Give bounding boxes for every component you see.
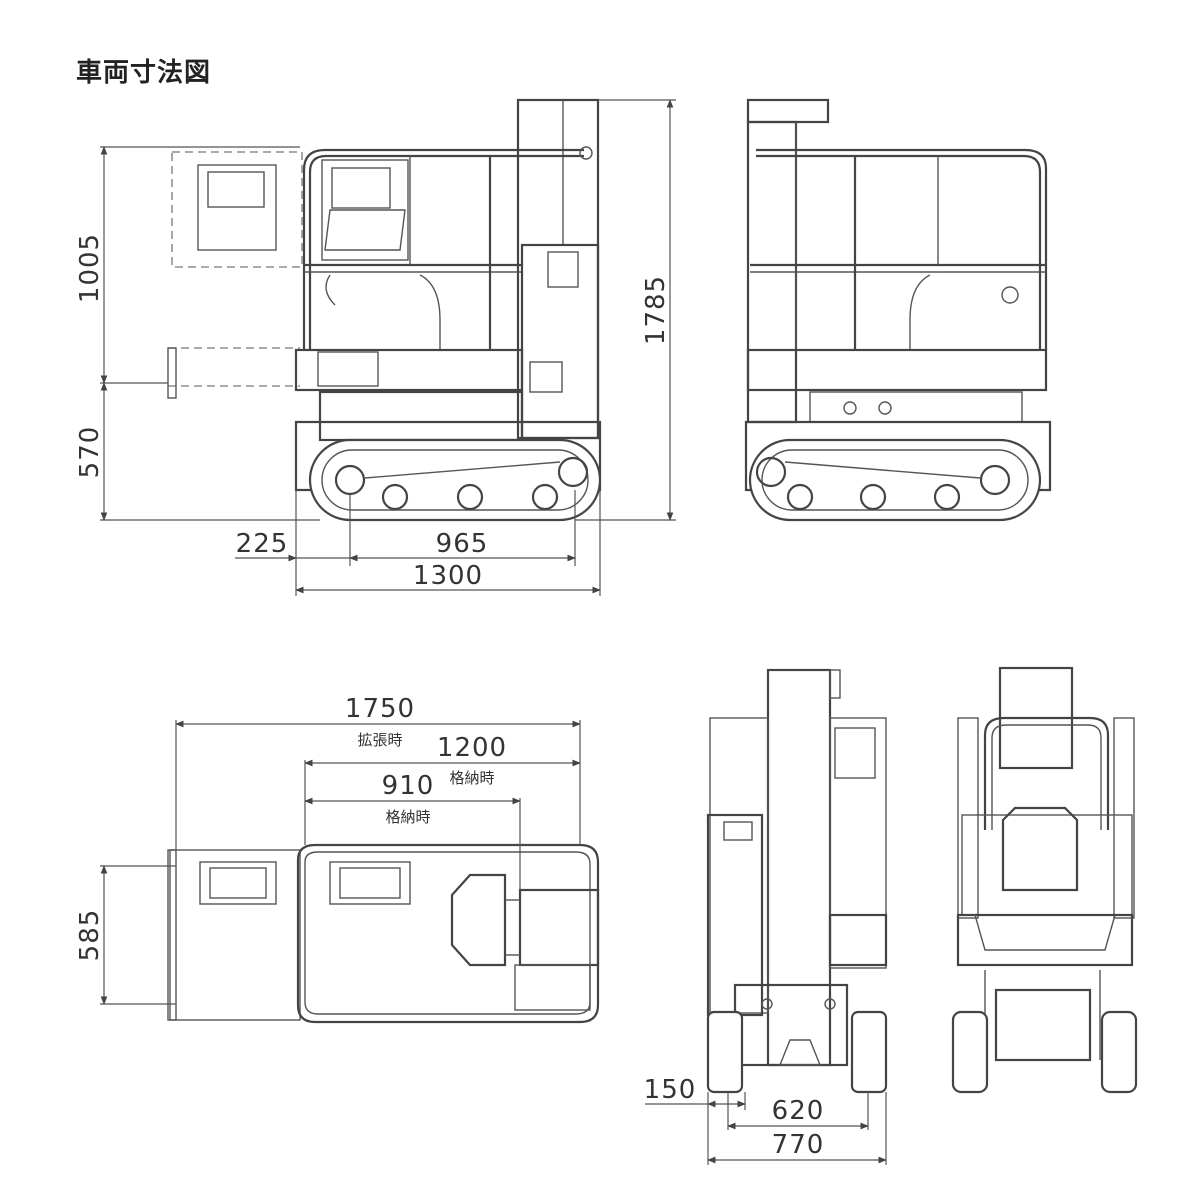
dim-965: 965 xyxy=(436,529,489,559)
rear-view xyxy=(706,668,888,1094)
note-stowed-inner: 格納時 xyxy=(385,808,430,826)
dim-770: 770 xyxy=(772,1130,825,1160)
extended-platform-outline xyxy=(167,151,303,399)
dim-910: 910 xyxy=(382,771,435,801)
dim-1750: 1750 xyxy=(345,694,415,724)
dim-1200: 1200 xyxy=(437,733,507,763)
rear-view-dimensions: 150 620 770 xyxy=(644,1075,887,1165)
dim-1005: 1005 xyxy=(75,233,105,303)
dim-150: 150 xyxy=(644,1075,697,1105)
dim-1300: 1300 xyxy=(413,561,483,591)
note-extended: 拡張時 xyxy=(357,731,402,749)
dim-570: 570 xyxy=(75,426,105,479)
side-view-dimensions: 1005 570 1785 225 965 1300 xyxy=(75,99,676,596)
top-view xyxy=(167,843,600,1024)
dim-620: 620 xyxy=(772,1096,825,1126)
dim-225: 225 xyxy=(236,529,289,559)
note-stowed: 格納時 xyxy=(449,769,494,787)
side-view xyxy=(167,98,602,522)
front-view xyxy=(951,666,1138,1094)
top-view-dimensions: 1750 拡張時 1200 格納時 910 格納時 585 xyxy=(75,694,581,1005)
page-title: 車両寸法図 xyxy=(76,58,212,88)
dim-585: 585 xyxy=(75,909,105,962)
opposite-side-view xyxy=(744,98,1052,522)
dim-1785: 1785 xyxy=(641,275,671,345)
